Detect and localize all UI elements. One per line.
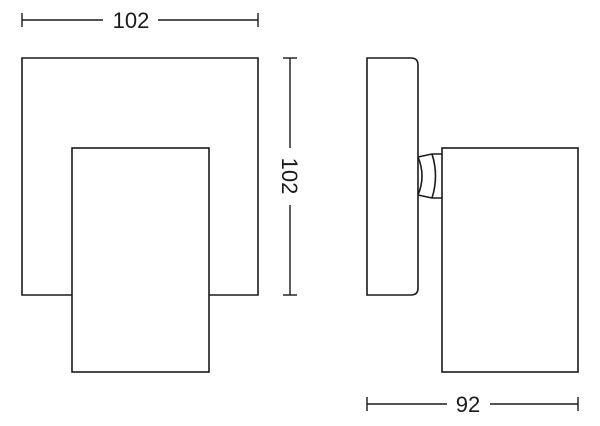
- side-wall-plate: [366, 57, 419, 296]
- dimension-front-height-label: 102: [277, 158, 302, 195]
- dimension-side-depth: [366, 397, 579, 411]
- side-hinge: [417, 153, 442, 199]
- dimension-front-width-label: 102: [113, 8, 150, 33]
- side-spot-head: [441, 147, 579, 373]
- dimension-side-depth-label: 92: [456, 392, 480, 417]
- front-backplate: [21, 57, 259, 296]
- front-spot-head: [71, 147, 210, 373]
- dimension-front-height: [283, 57, 297, 296]
- dimension-front-width: [21, 13, 259, 27]
